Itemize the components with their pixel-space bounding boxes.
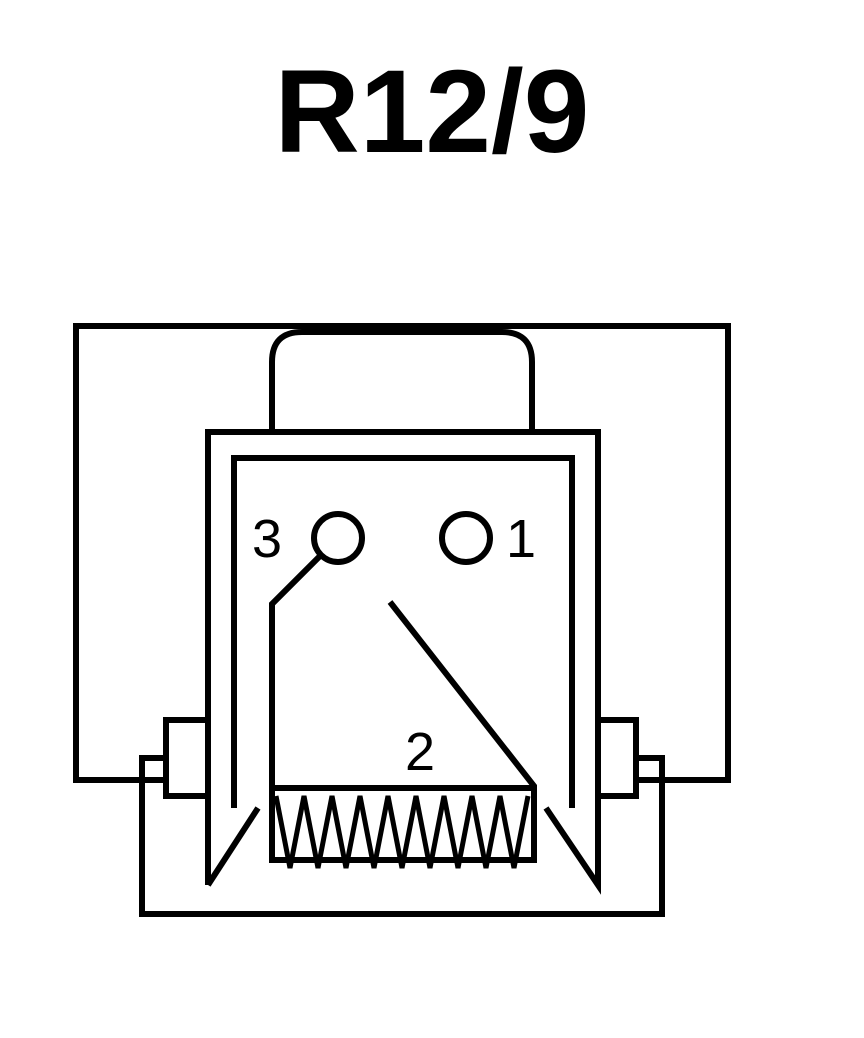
housing-outer [205, 429, 601, 895]
terminal-3-label: 3 [252, 509, 282, 569]
top-tab [269, 329, 535, 430]
terminal-3-circle [311, 511, 365, 565]
housing-left-leg [205, 806, 261, 887]
terminal-3-lead [269, 553, 323, 860]
resistive-zigzag [273, 795, 531, 869]
terminal-1-label: 1 [506, 509, 536, 569]
right-side-block [595, 717, 639, 799]
housing-inner [231, 455, 575, 808]
left-side-block [163, 717, 211, 799]
bottom-bracket [139, 755, 665, 917]
terminal-2-label: 2 [405, 722, 435, 782]
terminal-1-circle [439, 511, 493, 565]
diagram-title: R12/9 [274, 46, 590, 178]
outer-frame [73, 323, 731, 783]
